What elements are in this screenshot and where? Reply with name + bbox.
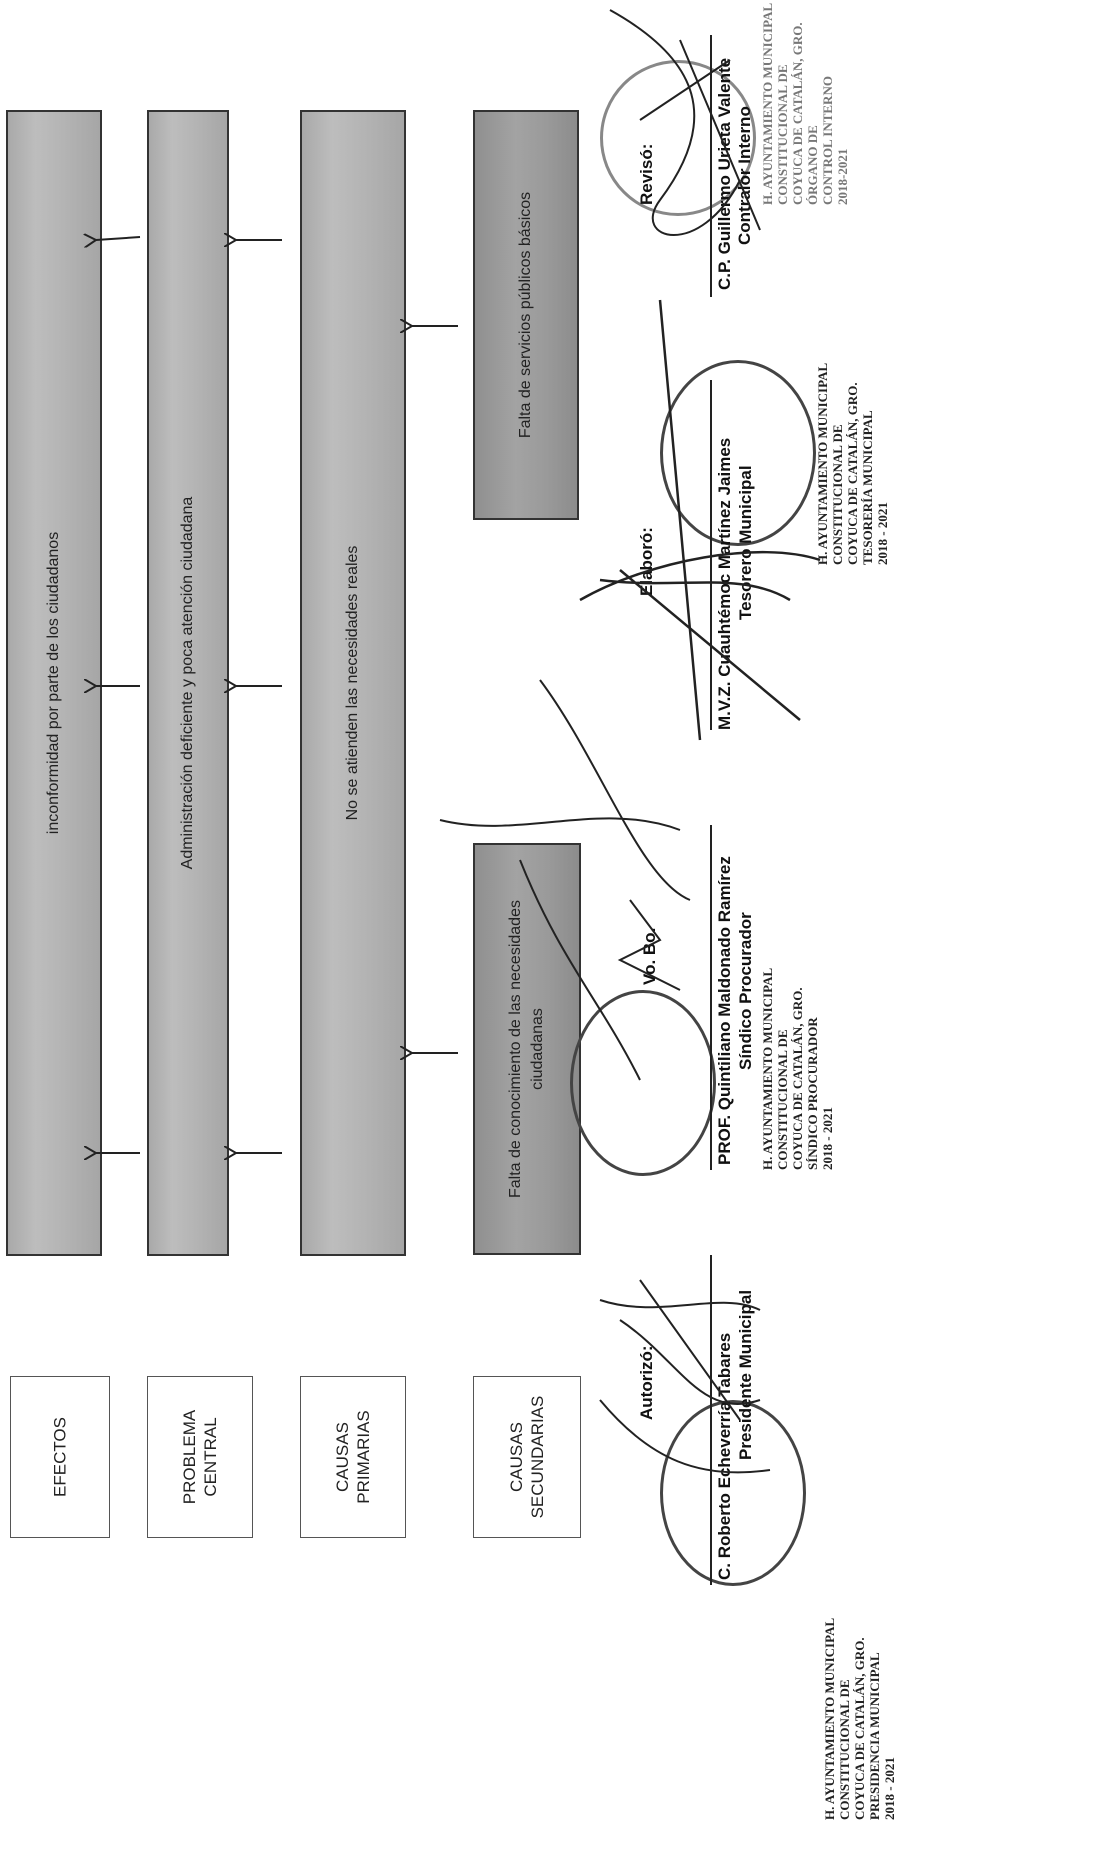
bar-causas-primarias: No se atienden las necesidades reales xyxy=(300,110,406,1256)
label-causas-secundarias: CAUSAS SECUNDARIAS xyxy=(473,1376,581,1538)
vobo-sign-line xyxy=(710,825,712,1170)
autorizo-sign-line xyxy=(710,1255,712,1585)
reviso-sign-line xyxy=(710,35,712,297)
label-efectos: EFECTOS xyxy=(10,1376,110,1538)
label-causas-primarias: CAUSAS PRIMARIAS xyxy=(300,1376,406,1538)
label-problema-central: PROBLEMA CENTRAL xyxy=(147,1376,253,1538)
seal-autorizo xyxy=(660,1400,806,1586)
seal-reviso xyxy=(600,60,756,216)
seal-vobo xyxy=(570,990,716,1176)
seal-elaboro xyxy=(660,360,816,546)
arrow-efectos-1 xyxy=(96,237,141,240)
elaboro-sign-line xyxy=(710,380,712,730)
box-causa-secundaria-2: Falta de servicios públicos básicos xyxy=(473,110,579,520)
box-causa-secundaria-1: Falta de conocimiento de las necesidades… xyxy=(473,843,581,1255)
